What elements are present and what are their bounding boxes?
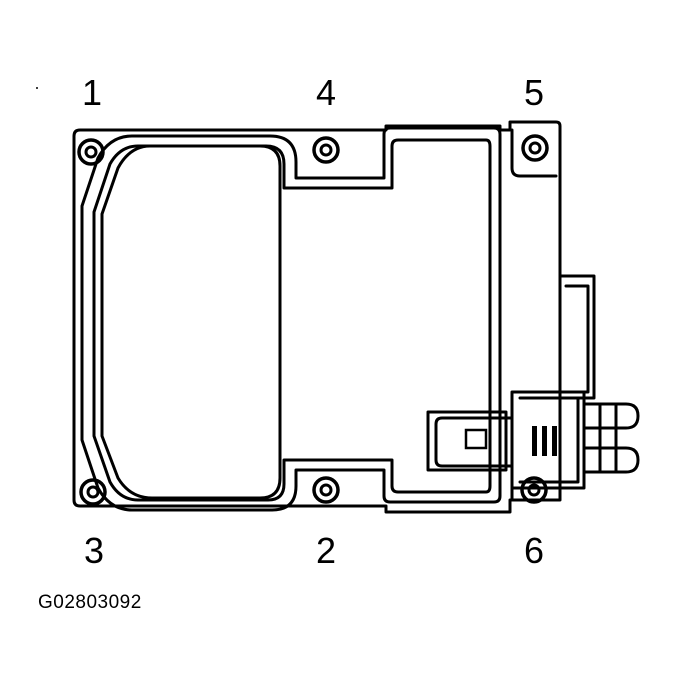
bolt-6 bbox=[520, 476, 548, 504]
connector-latch bbox=[434, 416, 514, 468]
bolt-1 bbox=[77, 138, 105, 166]
bolt-3 bbox=[79, 478, 107, 506]
connector-shroud bbox=[426, 410, 508, 472]
bolt-4 bbox=[312, 136, 340, 164]
connector-body-inner bbox=[518, 396, 580, 484]
right-flange bbox=[510, 128, 558, 178]
connector-rib-3 bbox=[552, 426, 557, 456]
connector-wire-top bbox=[582, 402, 640, 430]
connector-rib-1 bbox=[532, 426, 537, 456]
callout-2: 2 bbox=[315, 530, 337, 571]
callout-3: 3 bbox=[83, 530, 105, 571]
figure-id: G02803092 bbox=[38, 592, 142, 613]
bolt-2 bbox=[312, 476, 340, 504]
raised-cover-panel bbox=[100, 144, 282, 500]
callout-1: 1 bbox=[81, 72, 103, 113]
connector-body bbox=[510, 390, 586, 490]
connector-window bbox=[464, 428, 488, 450]
connector-wire-bottom bbox=[582, 446, 640, 474]
bolt-5 bbox=[521, 134, 549, 162]
stray-mark bbox=[36, 87, 38, 89]
module-housing-outline bbox=[72, 120, 562, 514]
rear-boss-detail bbox=[564, 284, 590, 394]
callout-6: 6 bbox=[523, 530, 545, 571]
connector-wire-divider bbox=[598, 402, 618, 474]
callout-5: 5 bbox=[523, 72, 545, 113]
cover-gasket-inner bbox=[92, 138, 492, 502]
callout-4: 4 bbox=[315, 72, 337, 113]
connector-rib-2 bbox=[542, 426, 547, 456]
